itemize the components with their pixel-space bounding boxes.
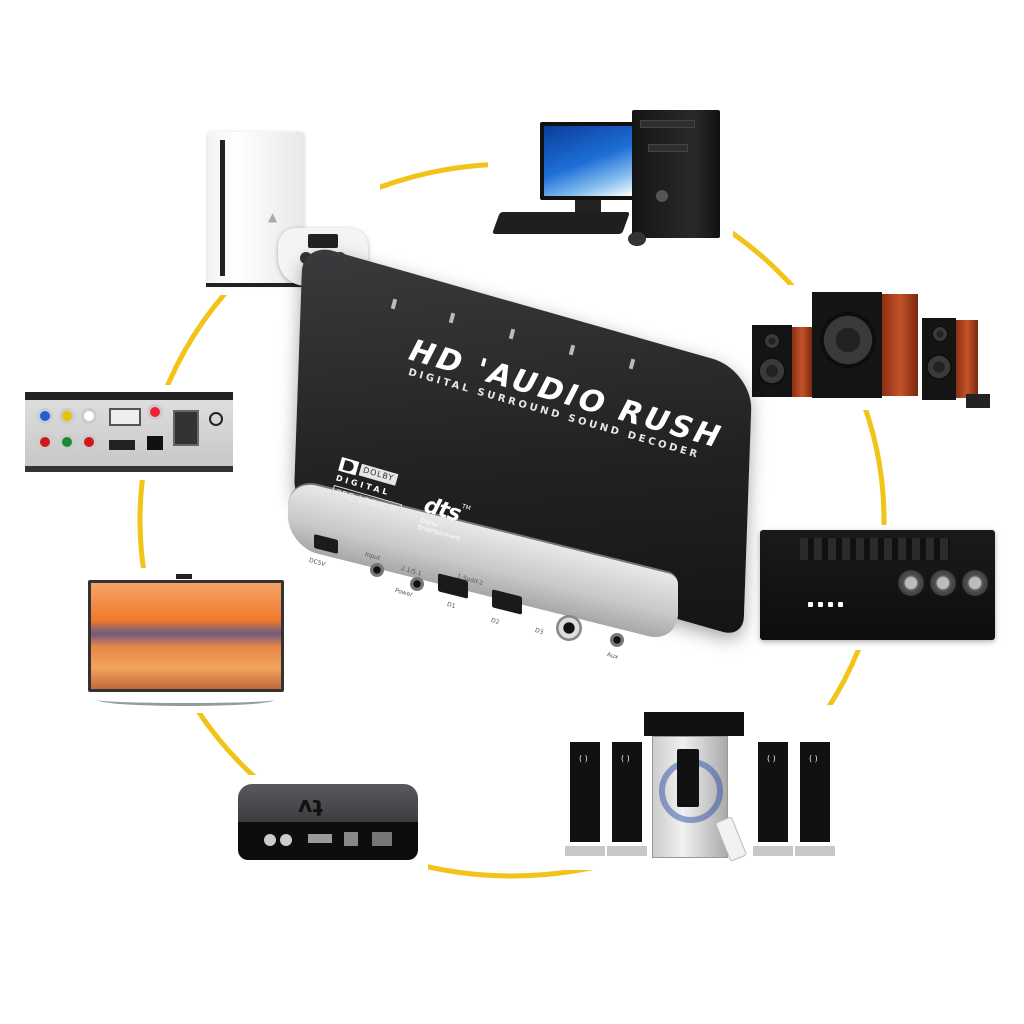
tone-knob (930, 570, 956, 596)
right-speaker (922, 318, 956, 400)
center-speaker (644, 712, 744, 736)
pc-tower (632, 110, 720, 238)
speaker-controller (966, 394, 990, 408)
echo-knob (962, 570, 988, 596)
volume-knob (898, 570, 924, 596)
mouse (628, 232, 646, 246)
device-amplifier: Stereo amplifier / receiver (760, 530, 995, 640)
ps4-stand (206, 283, 306, 287)
subwoofer-unit (652, 736, 728, 858)
coaxial-input-jack (556, 615, 582, 641)
audio-decoder: HD 'AUDIO RUSH DIGITAL SURROUND SOUND DE… (280, 242, 753, 665)
tv-screen (88, 580, 284, 692)
monitor (540, 122, 636, 200)
keyboard (491, 212, 631, 234)
subwoofer (812, 292, 882, 398)
aux-input-jack (610, 633, 624, 647)
playstation-icon: ▲ (268, 210, 278, 224)
device-apple-tv: tv Apple TV (238, 784, 418, 860)
input-button (370, 563, 384, 577)
device-set-top-box: Set-top box rear panel (25, 392, 233, 472)
apple-tv-logo: tv (298, 794, 323, 819)
mode-2-1-5-1-button (410, 577, 424, 591)
left-speaker (752, 325, 792, 397)
